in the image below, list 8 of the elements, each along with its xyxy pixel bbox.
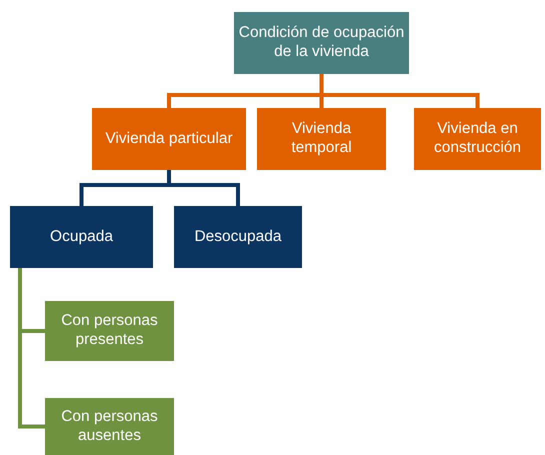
category-box: Vivienda en construcción	[414, 108, 541, 170]
category-box: Con personas presentes	[45, 301, 174, 361]
category-box: Vivienda particular	[92, 108, 246, 170]
category-box: Con personas ausentes	[45, 398, 174, 455]
category-box: Condición de ocupación de la vivienda	[234, 12, 409, 74]
category-box: Ocupada	[10, 206, 153, 268]
category-box: Vivienda temporal	[257, 108, 386, 170]
category-box: Desocupada	[174, 206, 302, 268]
